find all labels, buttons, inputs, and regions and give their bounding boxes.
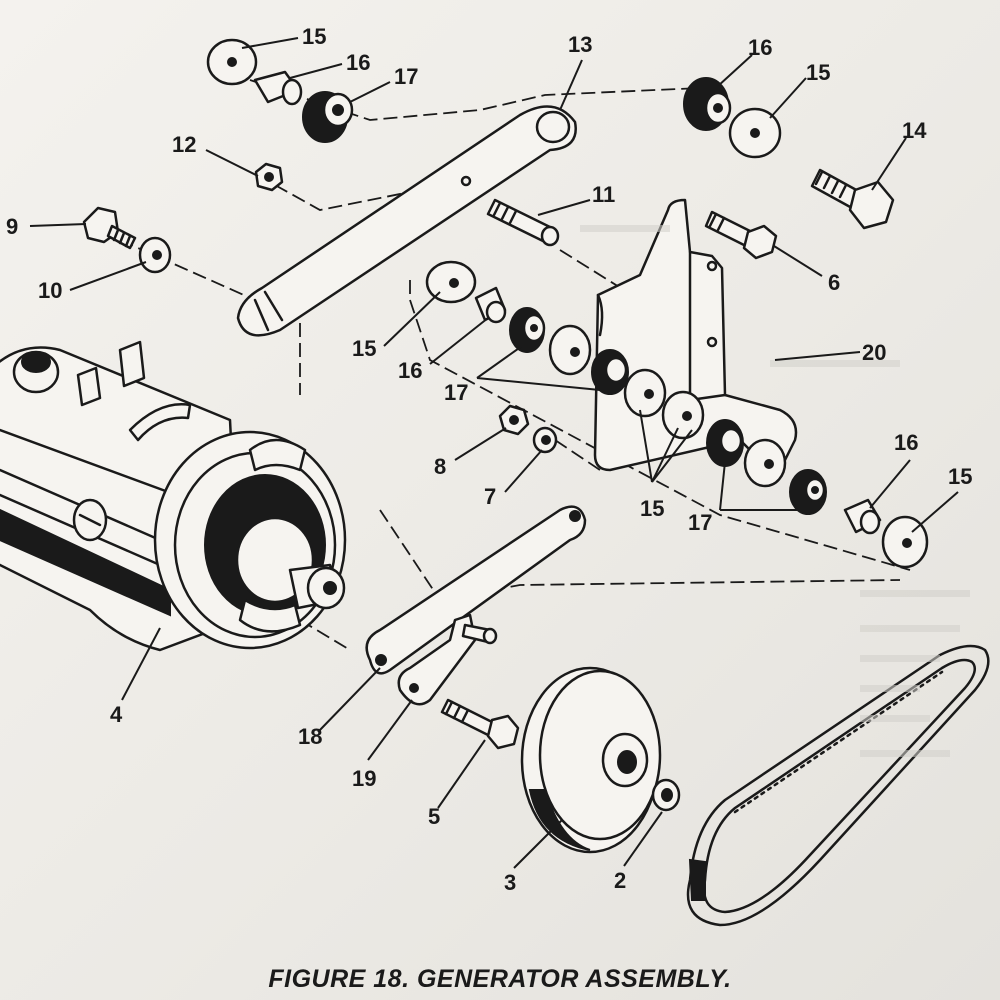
callout-labels: 15 16 17 13 16 15 12 14 11 9 10 6 15 16 … bbox=[6, 24, 972, 895]
part-17-bushing-top-left bbox=[302, 91, 354, 143]
part-16-spacer-top-left bbox=[253, 70, 303, 106]
part-4-generator bbox=[0, 340, 347, 652]
part-9-bolt bbox=[82, 206, 137, 250]
callout-15: 15 bbox=[352, 336, 376, 361]
callout-3: 3 bbox=[504, 870, 516, 895]
callout-10: 10 bbox=[38, 278, 62, 303]
part-10-washer bbox=[138, 236, 172, 274]
part-14-bolt bbox=[810, 168, 895, 230]
callout-18: 18 bbox=[298, 724, 322, 749]
callout-14: 14 bbox=[902, 118, 927, 143]
callout-13: 13 bbox=[568, 32, 592, 57]
part-6-bolt bbox=[704, 210, 778, 260]
callout-5: 5 bbox=[428, 804, 440, 829]
callout-20: 20 bbox=[862, 340, 886, 365]
part-15-washer-top-left bbox=[206, 38, 258, 86]
part-12-nut bbox=[254, 162, 284, 192]
part-7-lockwasher bbox=[532, 426, 558, 454]
part-3-pulley bbox=[520, 666, 662, 854]
callout-15: 15 bbox=[948, 464, 972, 489]
part-11-stud bbox=[486, 198, 560, 247]
callout-12: 12 bbox=[172, 132, 196, 157]
callout-15: 15 bbox=[640, 496, 664, 521]
callout-16: 16 bbox=[346, 50, 370, 75]
callout-17: 17 bbox=[394, 64, 418, 89]
part-17-bushing-mid bbox=[509, 307, 546, 353]
leader-lines bbox=[29, 37, 959, 869]
callout-8: 8 bbox=[434, 454, 446, 479]
callout-16: 16 bbox=[748, 35, 772, 60]
callout-11: 11 bbox=[592, 182, 615, 207]
facing-page-text-bleed bbox=[580, 225, 970, 757]
part-18-strap bbox=[365, 505, 587, 675]
callout-19: 19 bbox=[352, 766, 376, 791]
callout-15: 15 bbox=[302, 24, 326, 49]
callout-16: 16 bbox=[894, 430, 918, 455]
callout-17: 17 bbox=[444, 380, 468, 405]
callout-15: 15 bbox=[806, 60, 830, 85]
callout-6: 6 bbox=[828, 270, 840, 295]
part-16-spacer-right bbox=[843, 498, 882, 535]
part-5-bolt bbox=[440, 698, 520, 750]
drive-belt bbox=[686, 644, 990, 927]
callout-2: 2 bbox=[614, 868, 626, 893]
part-15-washer-mid bbox=[425, 260, 477, 304]
part-15-washer-top-right bbox=[728, 107, 782, 159]
part-17-bushing-right bbox=[789, 469, 827, 515]
callout-16: 16 bbox=[398, 358, 422, 383]
figure-caption: FIGURE 18. GENERATOR ASSEMBLY. bbox=[268, 965, 731, 993]
callout-4: 4 bbox=[110, 702, 123, 727]
callout-7: 7 bbox=[484, 484, 496, 509]
callout-17: 17 bbox=[688, 510, 712, 535]
part-2-washer bbox=[651, 778, 681, 812]
bracket-washers-row bbox=[548, 324, 787, 488]
part-16-spacer-mid bbox=[474, 286, 507, 324]
part-16-bushing-top-right bbox=[683, 77, 732, 131]
part-19-brace bbox=[397, 613, 498, 706]
callout-9: 9 bbox=[6, 214, 18, 239]
